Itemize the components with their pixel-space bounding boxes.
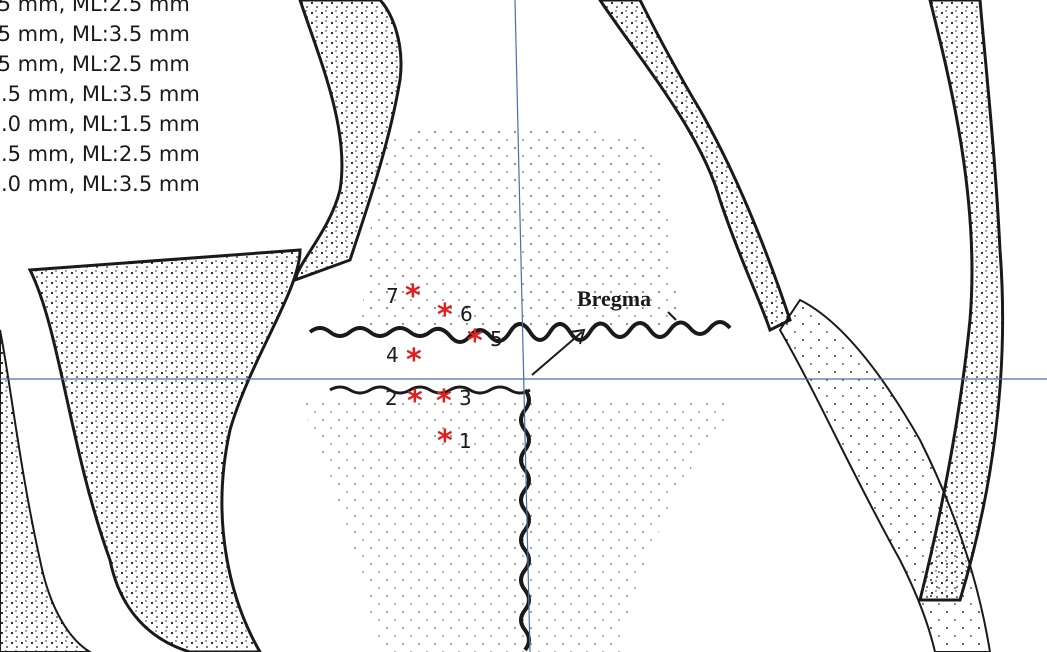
- site-marker-3: *: [436, 387, 452, 417]
- site-label-3: 3: [459, 386, 472, 410]
- site-label-4: 4: [386, 343, 399, 367]
- site-marker-2: *: [407, 387, 423, 417]
- coordinate-item-7: +2.0 mm, ML:3.5 mm: [0, 166, 200, 202]
- site-marker-4: *: [406, 346, 422, 376]
- site-label-7: 7: [386, 284, 399, 308]
- site-label-1: 1: [459, 429, 472, 453]
- left-zygomatic: [30, 250, 300, 652]
- site-label-5: 5: [490, 327, 503, 351]
- site-label-2: 2: [385, 386, 398, 410]
- site-marker-7: *: [405, 282, 421, 312]
- bregma-label: Bregma: [577, 286, 651, 312]
- coordinate-legend: -1.5 mm, ML:2.5 mm -0.5 mm, ML:3.5 mm -0…: [0, 0, 200, 202]
- site-marker-1: *: [437, 427, 453, 457]
- site-marker-6: *: [437, 301, 453, 331]
- site-marker-5: *: [467, 327, 483, 357]
- site-label-6: 6: [460, 302, 473, 326]
